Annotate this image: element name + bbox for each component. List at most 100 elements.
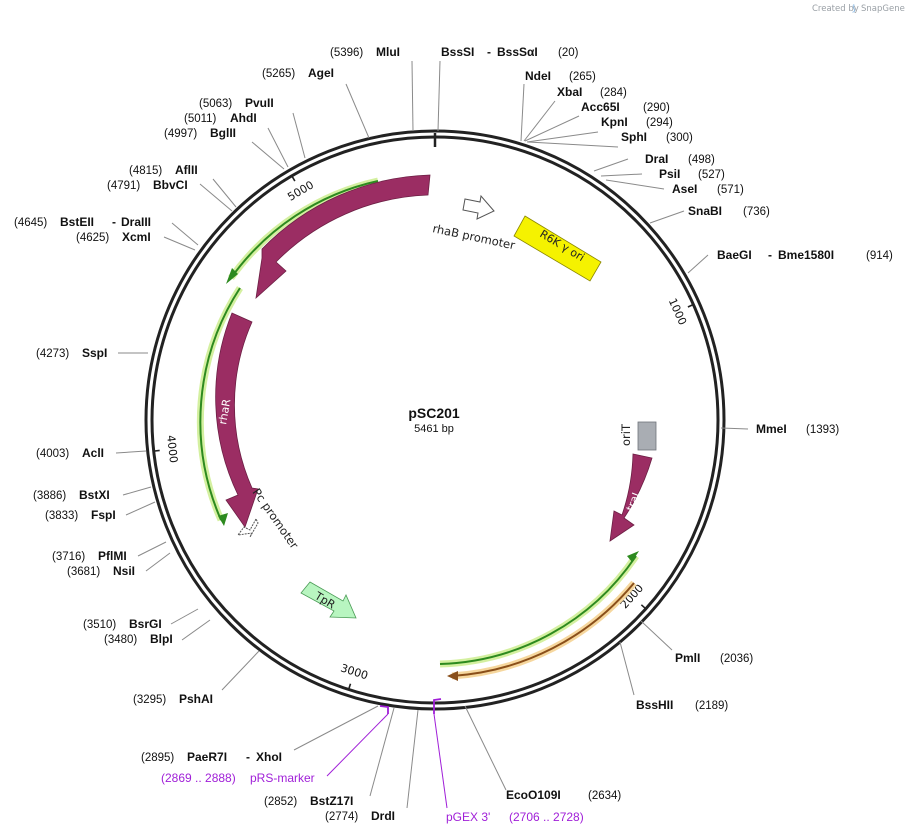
- site-name: NdeI: [525, 69, 551, 83]
- site-FspI[interactable]: (3833) FspI: [45, 508, 116, 522]
- site-pos: (2036): [720, 653, 753, 665]
- feature-TpR[interactable]: TpR: [300, 581, 357, 619]
- plasmid-center-label: pSC201 5461 bp: [408, 405, 460, 435]
- feature-rhaB-promoter[interactable]: rhaB promoter: [431, 194, 516, 252]
- site-pos: (3510): [83, 619, 116, 631]
- site-BstEII[interactable]: (4645) BstEII - DraIII: [14, 215, 151, 229]
- site-NdeI[interactable]: NdeI (265): [525, 69, 596, 83]
- site-BstXI[interactable]: (3886) BstXI: [33, 488, 110, 502]
- primer-pGEX3[interactable]: pGEX 3' (2706 .. 2728): [446, 810, 584, 824]
- orf-arc-left-line: [199, 287, 241, 521]
- site-PshAI[interactable]: (3295) PshAI: [133, 692, 213, 706]
- site-SspI[interactable]: (4273) SspI: [36, 346, 107, 360]
- site-pos: (290): [643, 102, 670, 114]
- primer-marks: [326, 698, 448, 809]
- site-PmlI[interactable]: PmlI (2036): [675, 651, 753, 665]
- site-PaeR7I[interactable]: (2895) PaeR7I - XhoI: [141, 750, 282, 764]
- site-pos: (284): [600, 87, 627, 99]
- oriT-label: oriT: [619, 423, 633, 446]
- site-Acc65I[interactable]: Acc65I (290): [581, 100, 670, 114]
- site-AgeI[interactable]: (5265) AgeI: [262, 66, 334, 80]
- site-name: PmlI: [675, 651, 700, 665]
- site-NsiI[interactable]: (3681) NsiI: [67, 564, 135, 578]
- site-name: DraI: [645, 152, 668, 166]
- site-name: PsiI: [659, 167, 680, 181]
- site-pos: (3716): [52, 551, 85, 563]
- orf-arc-bottom-green-line: [439, 555, 637, 665]
- site-BstZ17I[interactable]: (2852) BstZ17I: [264, 794, 353, 808]
- tick-label: 5000: [285, 178, 316, 203]
- site-pos: (3886): [33, 490, 66, 502]
- site-name: PflMI: [98, 549, 127, 563]
- site-pos: (20): [558, 47, 579, 59]
- site-AhdI[interactable]: (5011) AhdI: [184, 111, 257, 125]
- feature-oriT[interactable]: oriT: [619, 421, 657, 451]
- site-KpnI[interactable]: KpnI (294): [601, 115, 673, 129]
- site-name: BssHII: [636, 698, 673, 712]
- site-PvuII[interactable]: (5063) PvuII: [199, 96, 274, 110]
- primer-pRS-marker[interactable]: (2869 .. 2888) pRS-marker: [161, 771, 315, 785]
- site-EcoO109I[interactable]: EcoO109I (2634): [506, 788, 621, 802]
- site-XcmI[interactable]: (4625) XcmI: [76, 230, 151, 244]
- backbone-outer-ring: [144, 129, 726, 711]
- site-pos: (3681): [67, 566, 100, 578]
- site-pos: (1393): [806, 424, 839, 436]
- orf-arc-bottom-orange-head: [447, 671, 458, 681]
- site-pos: (2189): [695, 700, 728, 712]
- feature-traJ[interactable]: traJ: [609, 453, 653, 542]
- site-DraI[interactable]: DraI (498): [645, 152, 715, 166]
- feature-rhaS[interactable]: rhaS: [255, 174, 431, 300]
- site-pos: (5063): [199, 98, 232, 110]
- tick-label: 4000: [164, 434, 180, 463]
- primer-mark-pGEX3: [433, 698, 442, 714]
- site-SphI[interactable]: SphI (300): [621, 130, 693, 144]
- site-BssHII[interactable]: BssHII (2189): [636, 698, 728, 712]
- tick-mark: [347, 683, 352, 690]
- feature-r6k-ori[interactable]: R6K γ ori: [513, 215, 602, 282]
- site-MluI[interactable]: (5396) MluI: [330, 45, 400, 59]
- site-PsiI[interactable]: PsiI (527): [659, 167, 725, 181]
- site-name: PvuII: [245, 96, 274, 110]
- site-BsrGI[interactable]: (3510) BsrGI: [83, 617, 162, 631]
- primer-leader-pGEX3: [433, 713, 448, 809]
- site-name: BglII: [210, 126, 236, 140]
- primer-labels: (2869 .. 2888) pRS-marker pGEX 3' (2706 …: [161, 771, 584, 824]
- site-DrdI[interactable]: (2774) DrdI: [325, 809, 395, 823]
- site-AseI[interactable]: AseI (571): [672, 182, 744, 196]
- site-AclI[interactable]: (4003) AclI: [36, 446, 104, 460]
- site-name2: BssSαI: [497, 45, 538, 59]
- site-BbvCI[interactable]: (4791) BbvCI: [107, 178, 188, 192]
- oriT-box: [637, 421, 657, 451]
- site-name: BssSI: [441, 45, 474, 59]
- site-name: SspI: [82, 346, 107, 360]
- site-name: Acc65I: [581, 100, 620, 114]
- site-name: BsrGI: [129, 617, 162, 631]
- site-MmeI[interactable]: MmeI (1393): [756, 422, 839, 436]
- site-PflMI[interactable]: (3716) PflMI: [52, 549, 127, 563]
- site-pos: (2895): [141, 752, 174, 764]
- site-pos: (4273): [36, 348, 69, 360]
- site-pos: (294): [646, 117, 673, 129]
- site-name: SnaBI: [688, 204, 722, 218]
- site-AflII[interactable]: (4815) AflII: [129, 163, 198, 177]
- site-XbaI[interactable]: XbaI (284): [557, 85, 627, 99]
- Pc-promoter-arrow: [236, 517, 259, 538]
- site-pos: (2774): [325, 811, 358, 823]
- site-name: AclI: [82, 446, 104, 460]
- feature-rhaR[interactable]: rhaR: [215, 312, 259, 528]
- site-BssSI[interactable]: BssSI - BssSαI (20): [441, 45, 579, 59]
- orf-arc-top-left-head: [226, 268, 238, 284]
- site-name: BstEII: [60, 215, 94, 229]
- credit-brand: SnapGene: [861, 4, 905, 14]
- rhaR-shape: [215, 312, 259, 528]
- site-BlpI[interactable]: (3480) BlpI: [104, 632, 173, 646]
- site-pos: (2852): [264, 796, 297, 808]
- site-dash: -: [112, 215, 116, 229]
- site-BglII[interactable]: (4997) BglII: [164, 126, 236, 140]
- primer-name: pGEX 3': [446, 810, 490, 824]
- orf-arc-top-left-line: [230, 180, 379, 279]
- site-pos: (5396): [330, 47, 363, 59]
- site-pos: (736): [743, 206, 770, 218]
- site-BaeGI[interactable]: BaeGI - Bme1580I (914): [717, 248, 893, 262]
- site-SnaBI[interactable]: SnaBI (736): [688, 204, 770, 218]
